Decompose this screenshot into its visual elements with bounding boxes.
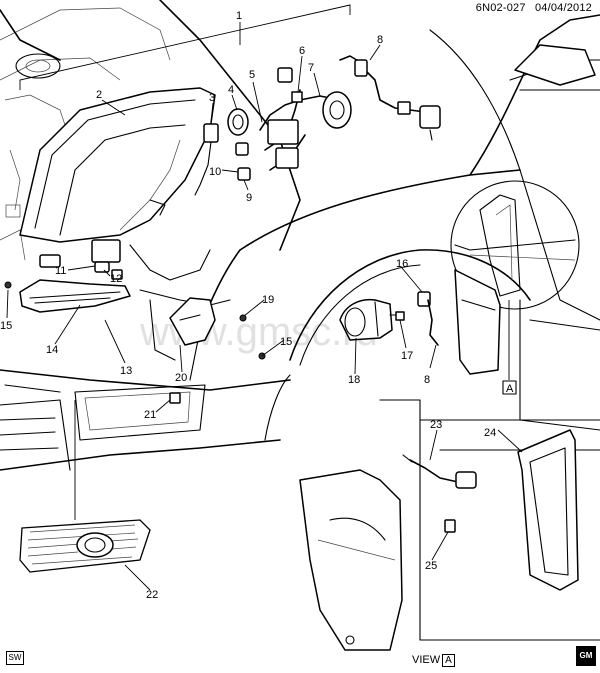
cap-4 xyxy=(227,108,249,136)
fog-lamp-opening xyxy=(74,384,206,441)
callout-15-left: 15 xyxy=(0,320,12,332)
clip-21 xyxy=(169,392,181,404)
callout-labels: 1 2 3 4 5 6 7 8 8 9 10 11 12 13 14 15 15… xyxy=(0,10,496,601)
callout-10: 10 xyxy=(209,166,221,178)
view-label-ref: A xyxy=(442,654,455,667)
callout-17: 17 xyxy=(401,350,413,362)
callout-1: 1 xyxy=(236,10,242,22)
callout-15-right: 15 xyxy=(280,336,292,348)
lamp-harness-8-upper xyxy=(354,59,441,141)
callout-23: 23 xyxy=(430,419,442,431)
callout-24: 24 xyxy=(484,427,496,439)
side-mirror xyxy=(514,44,596,86)
callout-6: 6 xyxy=(299,45,305,57)
detail-ref-a: A xyxy=(506,383,514,395)
headlamp-assembly xyxy=(19,87,216,263)
diagram-date: 04/04/2012 xyxy=(534,2,592,14)
callout-13: 13 xyxy=(120,365,132,377)
callout-7: 7 xyxy=(308,62,314,74)
callout-14: 14 xyxy=(46,344,58,356)
bulb-socket-3 xyxy=(203,123,219,143)
fog-bracket xyxy=(4,281,266,360)
badge-gm-logo: GM xyxy=(576,646,596,666)
callout-2: 2 xyxy=(96,89,102,101)
leader-lines xyxy=(6,22,523,591)
callout-4: 4 xyxy=(228,84,234,96)
callout-3: 3 xyxy=(209,92,215,104)
callout-21: 21 xyxy=(144,409,156,421)
callout-20: 20 xyxy=(175,372,187,384)
callout-25: 25 xyxy=(425,560,437,572)
callout-11: 11 xyxy=(55,265,66,277)
view-label-text: VIEW xyxy=(412,654,441,666)
diagram-header: 6N02-027 04/04/2012 xyxy=(470,2,592,14)
callout-bracket-1 xyxy=(19,4,351,90)
callout-16: 16 xyxy=(396,258,408,270)
callout-19: 19 xyxy=(262,294,274,306)
cap-7 xyxy=(322,91,352,129)
callout-12: 12 xyxy=(110,273,122,285)
callout-9: 9 xyxy=(246,192,252,204)
diagram-code: 6N02-027 xyxy=(475,2,526,14)
fog-lamp xyxy=(339,291,439,346)
callout-5: 5 xyxy=(249,69,255,81)
callout-8-upper: 8 xyxy=(377,34,383,46)
detail-a-circle: A xyxy=(450,180,580,395)
side-marker-lamp xyxy=(19,254,131,313)
callout-8-lower: 8 xyxy=(424,374,430,386)
badge-sw: SW xyxy=(6,651,24,665)
fog-lamp-grille xyxy=(19,519,151,573)
strut-tower xyxy=(15,53,61,79)
view-a-panel xyxy=(299,399,600,651)
callout-18: 18 xyxy=(348,374,360,386)
headlamp-harness xyxy=(259,55,361,171)
callout-22: 22 xyxy=(146,589,158,601)
